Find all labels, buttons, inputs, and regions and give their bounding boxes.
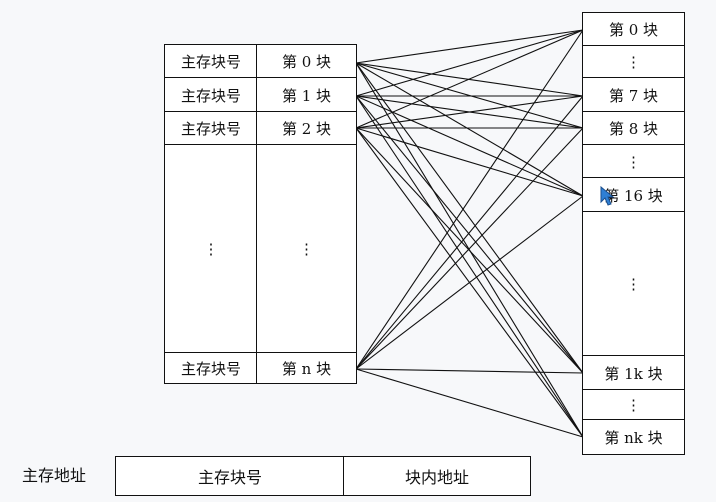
cache-block-name: 第 nk 块	[604, 428, 663, 447]
address-field-label: 主存块号	[197, 468, 262, 487]
cache-block-cell: 第 7 块	[582, 77, 685, 113]
cache-ellipsis-cell: ⋮	[582, 45, 685, 79]
main-memory-label-cell: 主存块号	[164, 111, 258, 146]
block-label: 主存块号	[180, 86, 241, 105]
address-field-offset: 块内地址	[343, 456, 531, 496]
map-line	[355, 29, 584, 64]
block-label: 主存块号	[180, 53, 241, 71]
address-field-label: 块内地址	[404, 468, 469, 487]
vertical-ellipsis: ⋮	[203, 240, 219, 258]
main-memory-ellipsis-cell: ⋮	[164, 144, 258, 354]
cache-ellipsis-cell: ⋮	[582, 144, 685, 179]
main-memory-block-cell: 第 n 块	[256, 352, 357, 384]
main-memory-ellipsis-cell: ⋮	[256, 144, 357, 354]
map-line	[355, 368, 584, 438]
map-line	[355, 95, 584, 129]
cache-block-name: 第 1k 块	[604, 364, 663, 383]
address-field-block-number: 主存块号	[115, 456, 345, 496]
map-line	[355, 127, 584, 197]
cache-ellipsis-cell: ⋮	[582, 211, 685, 357]
block-name: 第 2 块	[281, 120, 332, 138]
cache-block-cell: 第 0 块	[582, 12, 685, 47]
vertical-ellipsis: ⋮	[626, 396, 641, 414]
map-line	[355, 62, 584, 374]
main-memory-block-cell: 第 0 块	[256, 44, 357, 79]
map-line	[355, 95, 584, 438]
vertical-ellipsis: ⋮	[626, 53, 641, 71]
block-name: 第 0 块	[281, 53, 332, 71]
map-line	[355, 29, 584, 129]
block-name: 第 n 块	[281, 359, 332, 378]
map-line	[355, 95, 584, 197]
cache-block-cell: 第 8 块	[582, 111, 685, 146]
map-line	[355, 95, 584, 374]
cache-block-cell: 第 nk 块	[582, 419, 685, 455]
map-line	[355, 95, 584, 370]
main-memory-label-cell: 主存块号	[164, 44, 258, 79]
vertical-ellipsis: ⋮	[299, 240, 314, 258]
cache-block-cell: 第 1k 块	[582, 355, 685, 391]
map-line	[355, 62, 584, 197]
mouse-pointer-icon	[600, 186, 615, 206]
cache-block-cell: 第 16 块	[582, 177, 685, 213]
cache-block-name: 第 7 块	[608, 86, 659, 105]
vertical-ellipsis: ⋮	[626, 275, 641, 293]
map-line	[355, 127, 584, 374]
address-label: 主存地址	[22, 466, 87, 485]
main-memory-block-cell: 第 1 块	[256, 77, 357, 113]
block-label: 主存块号	[180, 359, 241, 378]
cache-block-name: 第 0 块	[608, 21, 659, 39]
map-line	[355, 195, 584, 370]
map-line	[355, 29, 584, 370]
main-memory-label-cell: 主存块号	[164, 352, 258, 384]
cache-block-name: 第 8 块	[608, 120, 659, 138]
block-label: 主存块号	[180, 120, 241, 138]
main-memory-block-cell: 第 2 块	[256, 111, 357, 146]
map-line	[355, 368, 584, 374]
map-line	[355, 127, 584, 370]
vertical-ellipsis: ⋮	[626, 152, 641, 171]
map-line	[355, 29, 584, 97]
cache-block-name: 第 16 块	[604, 186, 663, 205]
block-name: 第 1 块	[281, 86, 332, 105]
main-memory-label-cell: 主存块号	[164, 77, 258, 113]
cache-ellipsis-cell: ⋮	[582, 389, 685, 421]
